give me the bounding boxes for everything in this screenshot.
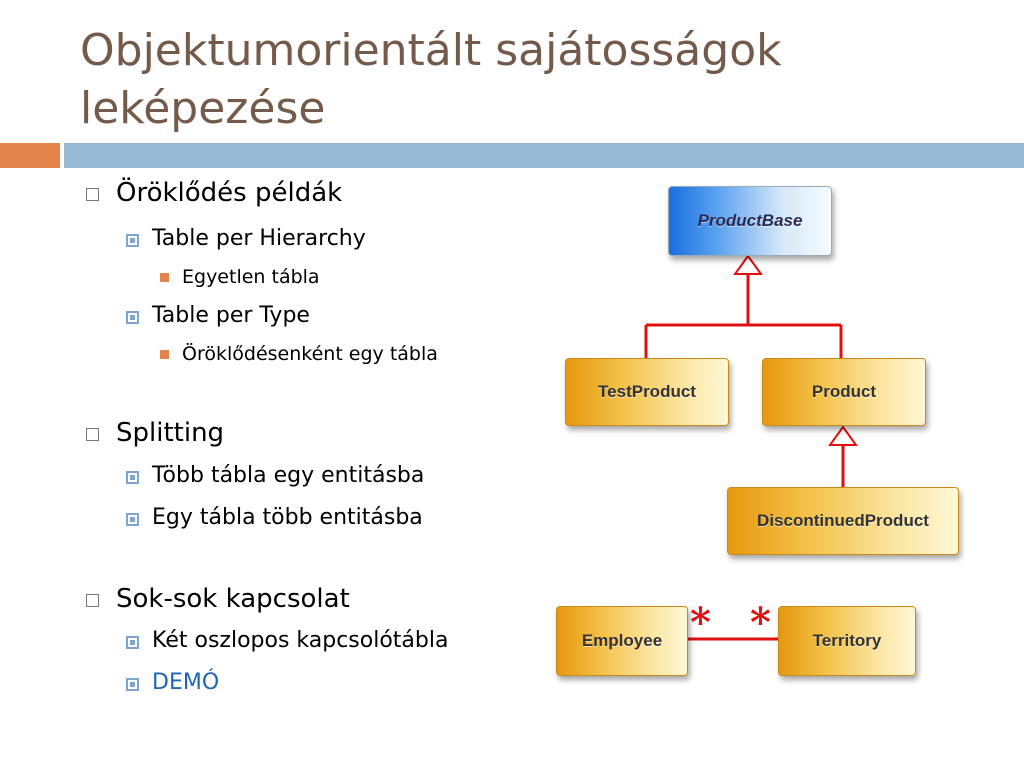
entity-test-product: TestProduct bbox=[565, 358, 729, 426]
entity-product: Product bbox=[762, 358, 926, 426]
entity-discontinued-product: DiscontinuedProduct bbox=[727, 487, 959, 555]
blue-square-bullet-icon bbox=[126, 513, 139, 526]
bullet-splitting-item1-label: Több tábla egy entitásba bbox=[152, 463, 425, 488]
entity-territory-label: Territory bbox=[812, 631, 882, 650]
entity-discontinued-product-label: DiscontinuedProduct bbox=[757, 511, 929, 530]
bullet-splitting-label: Splitting bbox=[116, 418, 225, 448]
blue-square-bullet-icon bbox=[126, 678, 139, 691]
blue-square-bullet-icon bbox=[126, 311, 139, 324]
blue-square-bullet-icon bbox=[126, 234, 139, 247]
bullet-splitting-item2: Egy tábla több entitásba bbox=[126, 505, 423, 530]
title-rule-orange bbox=[0, 143, 60, 168]
bullet-tph-label: Table per Hierarchy bbox=[152, 226, 366, 251]
bullet-list: Öröklődés példák Table per Hierarchy Egy… bbox=[86, 178, 449, 695]
entity-employee: Employee bbox=[556, 606, 688, 676]
bullet-inheritance: Öröklődés példák bbox=[86, 178, 343, 208]
orange-square-bullet-icon bbox=[160, 350, 169, 359]
blue-square-bullet-icon bbox=[126, 471, 139, 484]
bullet-single-table: Egyetlen tábla bbox=[160, 266, 320, 288]
bullet-splitting: Splitting bbox=[86, 418, 225, 448]
title-rule-blue bbox=[64, 143, 1024, 168]
entity-test-product-label: TestProduct bbox=[598, 382, 696, 401]
entity-product-label: Product bbox=[811, 382, 877, 401]
inheritance-arrow-icon bbox=[828, 425, 858, 446]
bullet-splitting-item1: Több tábla egy entitásba bbox=[126, 463, 425, 488]
slide-title: Objektumorientált sajátosságok leképezés… bbox=[80, 25, 782, 134]
multiplicity-right: * bbox=[750, 599, 771, 646]
bullet-tph-note: Egyetlen tábla bbox=[182, 266, 320, 288]
entity-product-base: ProductBase bbox=[668, 186, 832, 256]
hollow-square-bullet-icon bbox=[86, 594, 99, 607]
bullet-join-table: Két oszlopos kapcsolótábla bbox=[126, 628, 449, 653]
demo-link-label[interactable]: DEMÓ bbox=[152, 670, 220, 695]
bullet-inheritance-label: Öröklődés példák bbox=[116, 178, 343, 208]
bullet-many-to-many-label: Sok-sok kapcsolat bbox=[116, 584, 350, 614]
hollow-square-bullet-icon bbox=[86, 188, 99, 201]
bullet-table-per-hierarchy: Table per Hierarchy bbox=[126, 226, 366, 251]
bullet-splitting-item2-label: Egy tábla több entitásba bbox=[152, 505, 423, 530]
bullet-many-to-many: Sok-sok kapcsolat bbox=[86, 584, 350, 614]
bullet-tpt-note: Öröklődésenként egy tábla bbox=[182, 343, 438, 365]
bullet-tpt-label: Table per Type bbox=[152, 303, 310, 328]
demo-link[interactable]: DEMÓ bbox=[126, 670, 220, 695]
blue-square-bullet-icon bbox=[126, 636, 139, 649]
bullet-table-per-inheritance: Öröklődésenként egy tábla bbox=[160, 343, 438, 365]
multiplicity-left: * bbox=[690, 599, 711, 646]
entity-product-base-label: ProductBase bbox=[697, 211, 803, 230]
bullet-join-table-label: Két oszlopos kapcsolótábla bbox=[152, 628, 449, 653]
bullet-table-per-type: Table per Type bbox=[126, 303, 310, 328]
entity-territory: Territory bbox=[778, 606, 916, 676]
inheritance-arrow-icon bbox=[733, 254, 763, 275]
orange-square-bullet-icon bbox=[160, 273, 169, 282]
entity-employee-label: Employee bbox=[581, 631, 663, 650]
hollow-square-bullet-icon bbox=[86, 428, 99, 441]
